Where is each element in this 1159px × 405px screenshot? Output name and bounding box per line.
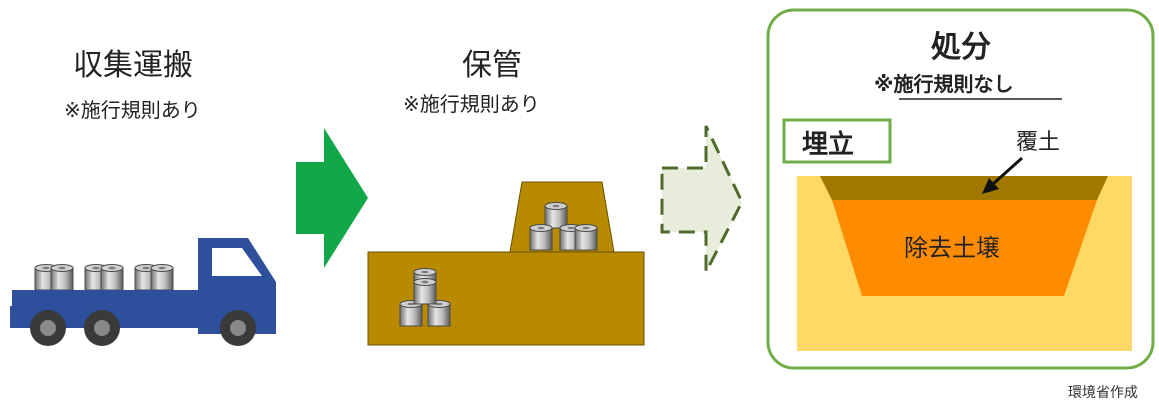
stage-note-disposal: ※施行規則なし: [874, 72, 1014, 96]
truck-chassis: [10, 306, 276, 328]
solid-arrow: [296, 128, 368, 268]
truck-wheels: [30, 310, 256, 346]
stage-note-storage: ※施行規則あり: [403, 92, 540, 116]
dashed-arrow: [660, 125, 744, 273]
landfill-label-box: [782, 118, 892, 164]
truck-cargo-bags: [34, 264, 174, 291]
storage-illustration: [367, 181, 645, 346]
stage-title-collection: 収集運搬: [73, 48, 193, 83]
stage-note-collection: ※施行規則あり: [64, 98, 201, 122]
truck-window: [212, 248, 262, 276]
stage-title-storage: 保管: [462, 48, 522, 83]
stage-title-disposal: 処分: [931, 30, 991, 65]
cover-soil-label: 覆土: [1016, 130, 1061, 155]
storage-base: [367, 251, 645, 346]
cover-soil-layer: [820, 176, 1108, 200]
cover-pointer-arrow: [982, 156, 1024, 194]
removed-soil-layer: [832, 200, 1097, 296]
landfill-label: 埋立: [802, 130, 855, 160]
source-credit: 環境省作成: [1068, 385, 1138, 401]
landfill-illustration: [797, 176, 1132, 351]
truck-illustration: [10, 238, 276, 346]
removed-soil-label: 除去土壌: [904, 234, 1000, 262]
